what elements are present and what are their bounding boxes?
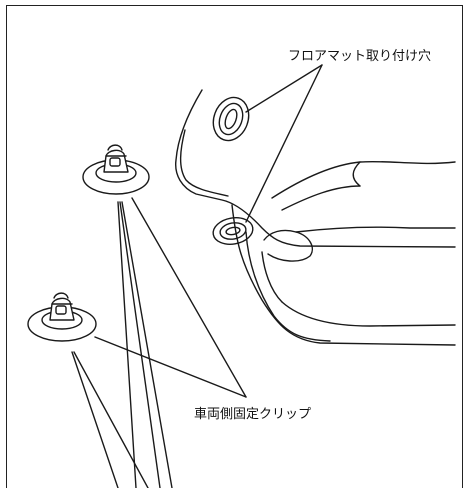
leader-lines xyxy=(71,64,323,488)
floor-mat-outline xyxy=(175,89,456,346)
floor-mat-hole-lower xyxy=(212,217,254,245)
vehicle-clip-label: 車両側固定クリップ xyxy=(192,403,314,422)
diagram-frame xyxy=(6,5,463,488)
floor-mat-hole-upper xyxy=(212,96,250,142)
vehicle-clip-upper xyxy=(82,144,150,195)
floor-mat-hole-label: フロアマット取り付け穴 xyxy=(286,45,434,64)
vehicle-clip-lower xyxy=(27,292,97,342)
